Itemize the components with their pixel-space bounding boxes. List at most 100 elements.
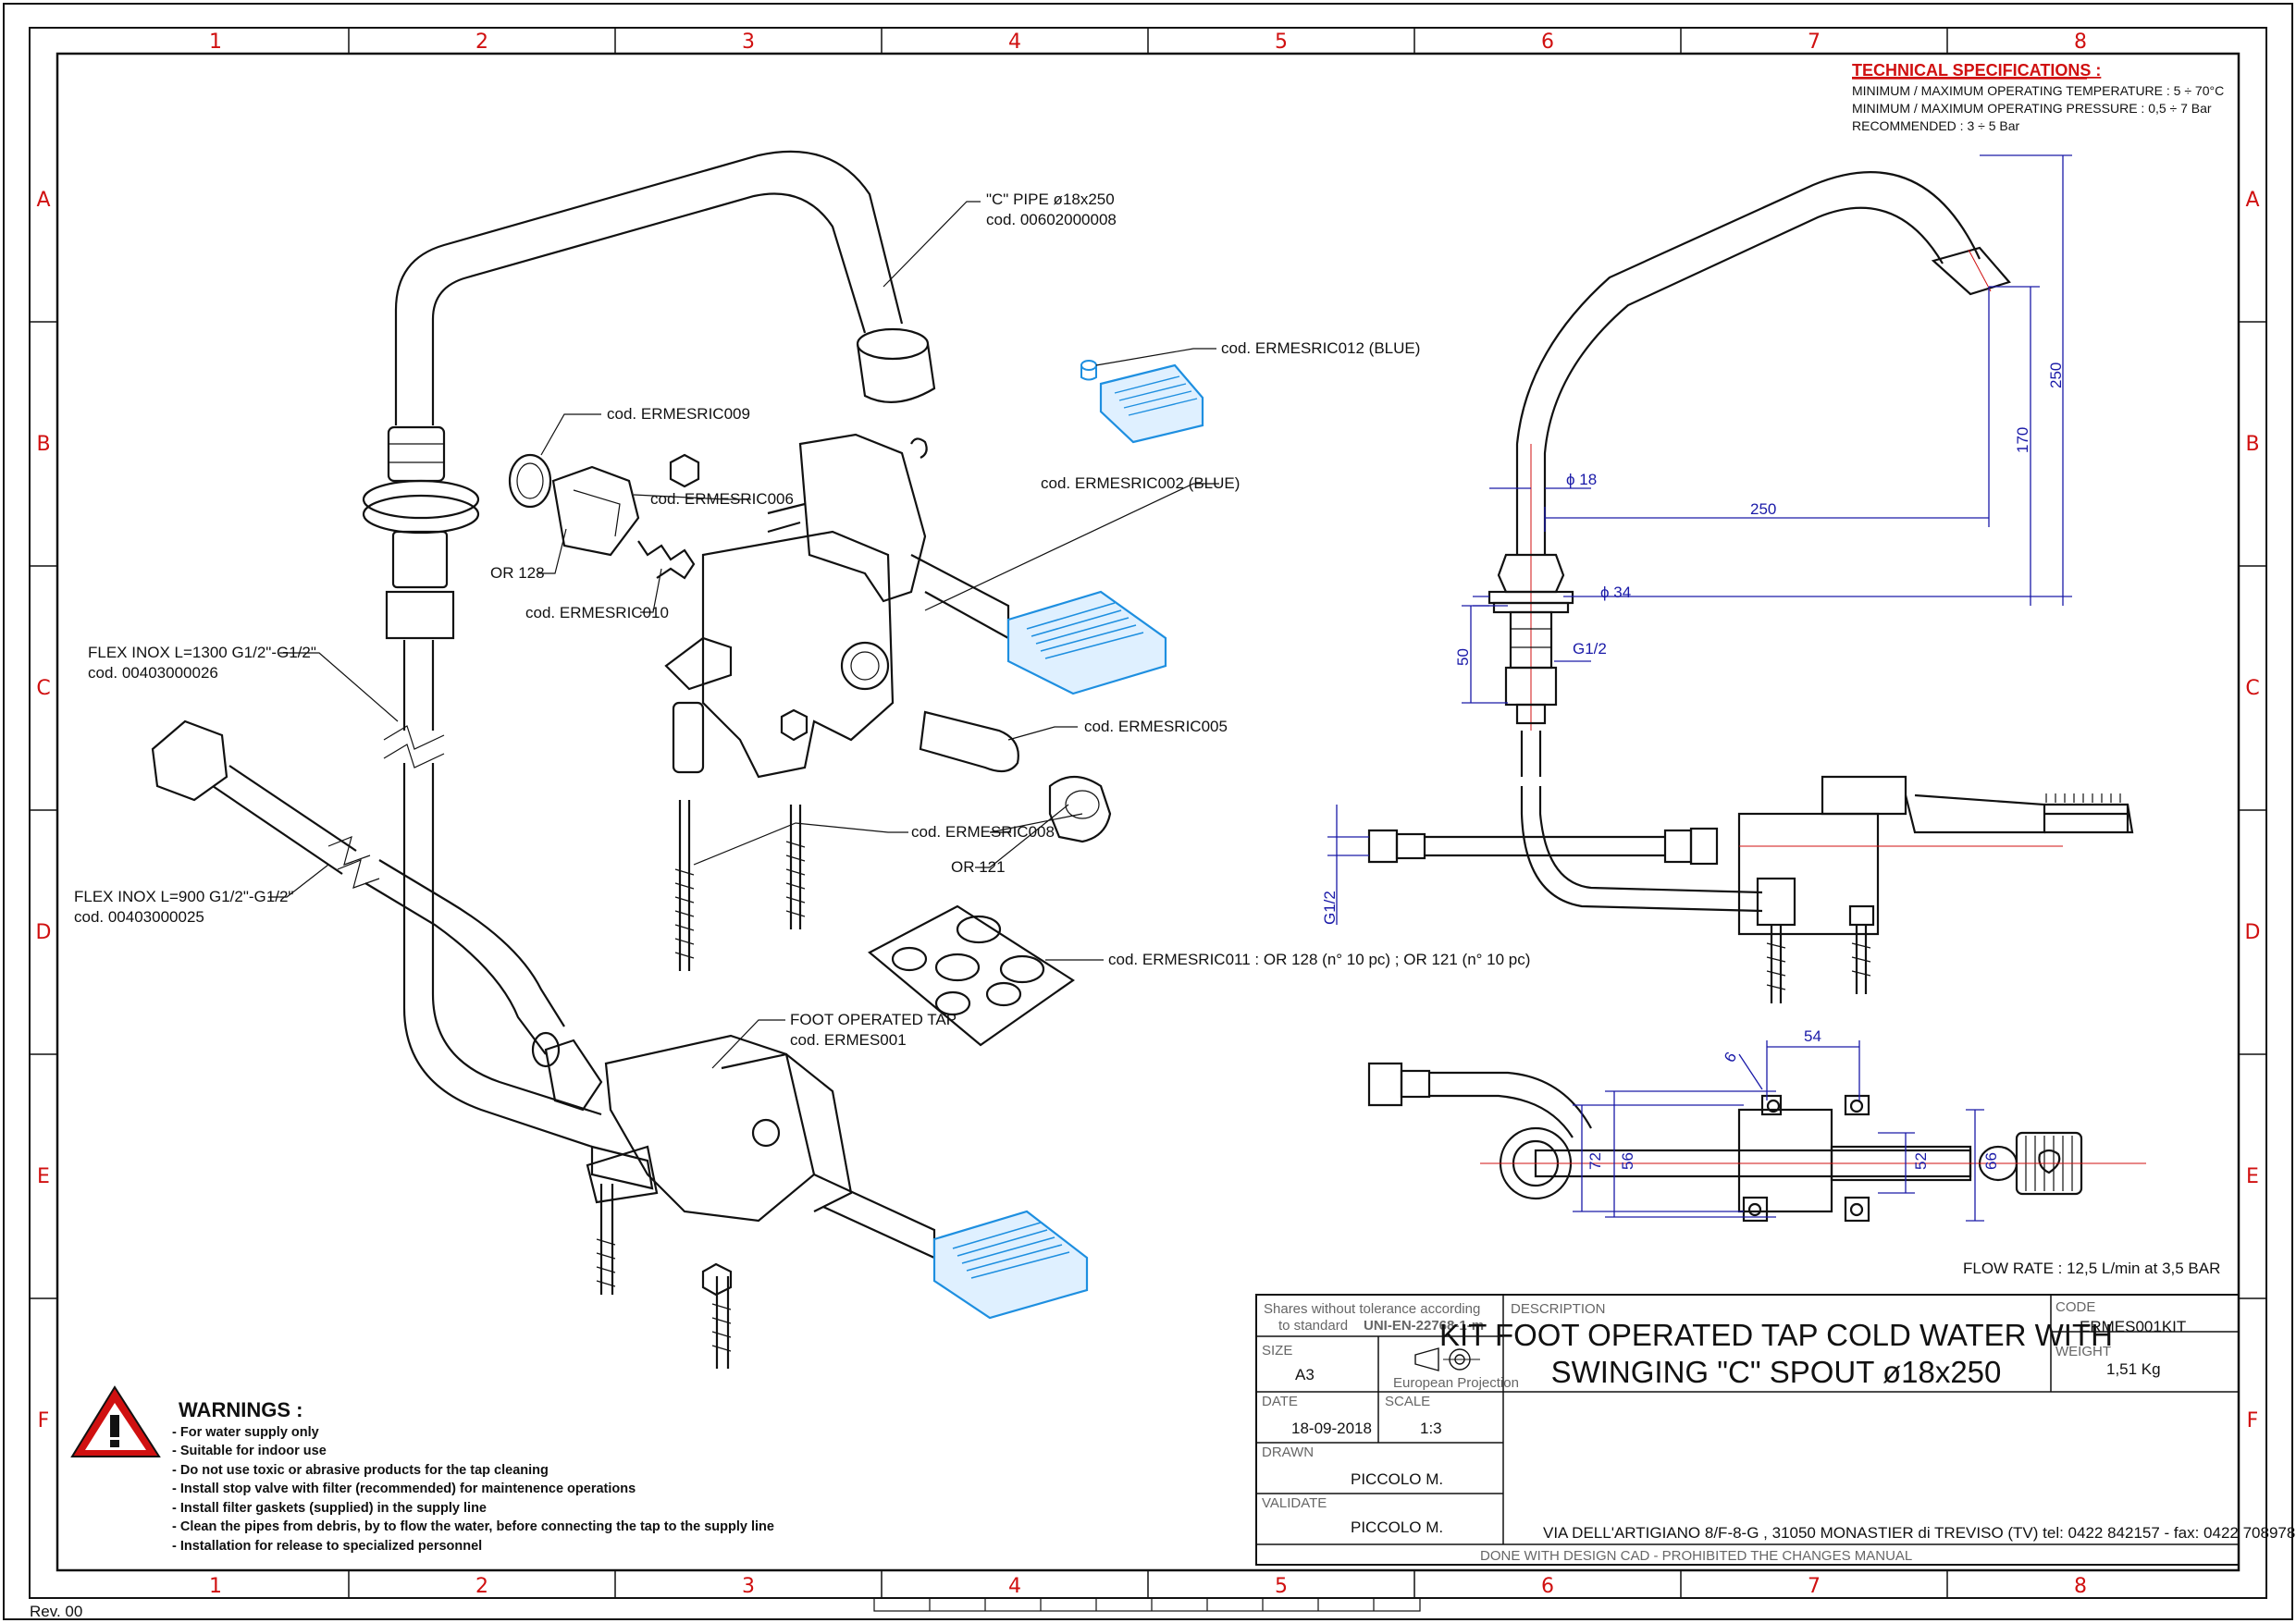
warning-item: - For water supply only [172,1425,319,1440]
dim-l56: 56 [1619,1152,1636,1170]
callout-tap-code: cod. ERMES001 [790,1031,907,1049]
grid-labels: 1 2 3 4 5 6 7 8 1 2 3 4 5 6 7 8 A B C D … [36,31,2261,1598]
weight-label: WEIGHT [2055,1344,2111,1359]
scale-label: SCALE [1385,1394,1430,1409]
drawn-label: DRAWN [1262,1445,1314,1460]
dim-l52: 52 [1912,1152,1930,1170]
spec-line: MINIMUM / MAXIMUM OPERATING PRESSURE : 0… [1852,101,2212,116]
row-label-right: D [2245,921,2261,944]
warning-item: - Clean the pipes from debris, by to flo… [172,1519,774,1534]
warning-item: - Installation for release to specialize… [172,1539,482,1554]
callout-flex1300: FLEX INOX L=1300 G1/2"-G1/2" [88,644,316,661]
technical-specifications: TECHNICAL SPECIFICATIONS : MINIMUM / MAX… [1852,61,2224,133]
pipe-end-cap [856,327,936,403]
specs-title: TECHNICAL SPECIFICATIONS : [1852,61,2101,80]
footer-note: DONE WITH DESIGN CAD - PROHIBITED THE CH… [1480,1548,1912,1564]
col-label-bottom: 4 [1008,1575,1021,1598]
col-label-top: 7 [1808,31,1821,54]
col-label-bottom: 8 [2074,1575,2087,1598]
row-label-right: E [2246,1165,2259,1188]
description-line-2: SWINGING "C" SPOUT ø18x250 [1551,1355,2002,1389]
callout-pipe: "C" PIPE ø18x250 [986,191,1115,208]
callout-ric002: cod. ERMESRIC002 (BLUE) [1041,474,1240,492]
company-address: VIA DELL'ARTIGIANO 8/F-8-G , 31050 MONAS… [1543,1524,2295,1542]
warnings-title: WARNINGS : [179,1398,302,1421]
oring-kit-card [868,904,1075,1047]
row-label-right: B [2245,433,2259,456]
projection-label: European Projection [1393,1375,1519,1391]
row-label-right: C [2245,677,2259,700]
description-line-1: KIT FOOT OPERATED TAP COLD WATER WITH [1439,1318,2113,1352]
col-label-top: 2 [475,31,488,54]
dim-d18: ϕ 18 [1566,471,1597,488]
code-value: ERMES001KIT [2080,1318,2186,1335]
callout-tap: FOOT OPERATED TAP [790,1011,957,1028]
dim-g12b: G1/2 [1321,891,1339,925]
scale-value: 1:3 [1420,1420,1442,1437]
validate-label: VALIDATE [1262,1495,1327,1511]
callout-or128: OR 128 [490,564,545,582]
callout-flex900: FLEX INOX L=900 G1/2"-G1/2" [74,888,293,905]
warnings-block: WARNINGS : - For water supply only - Sui… [70,1385,774,1554]
row-label-left: A [36,189,50,212]
callout-ric011: cod. ERMESRIC011 : OR 128 (n° 10 pc) ; O… [1108,951,1530,968]
row-label-left: B [36,433,50,456]
pedal-ric002-blue [1006,590,1167,695]
col-label-bottom: 7 [1808,1575,1821,1598]
col-label-bottom: 1 [209,1575,222,1598]
callout-pipe-code: cod. 00602000008 [986,211,1117,228]
warning-item: - Install filter gaskets (supplied) in t… [172,1501,487,1516]
pedal-ric012-blue [1099,363,1204,444]
revision-label: Rev. 00 [30,1603,82,1620]
row-label-left: E [37,1165,50,1188]
tolerance-note: Shares without tolerance according [1264,1301,1480,1317]
dim-l170: 170 [2014,427,2031,453]
side-view: ϕ 18 250 ϕ 34 170 250 50 G1/2 G1/2 [1321,154,2134,1003]
exploded-view: "C" PIPE ø18x250 cod. 00602000008 cod. E… [74,150,1530,1369]
title-block: Shares without tolerance according to st… [1255,1294,2295,1566]
validate-value: PICCOLO M. [1351,1518,1443,1536]
description-label: DESCRIPTION [1511,1301,1606,1317]
col-label-bottom: 5 [1275,1575,1288,1598]
col-label-top: 5 [1275,31,1288,54]
callout-ric008: cod. ERMESRIC008 [911,823,1055,841]
grid-ticks [30,28,2266,1598]
callout-flex900-code: cod. 00403000025 [74,908,204,926]
warning-item: - Install stop valve with filter (recomm… [172,1482,636,1496]
row-label-left: D [36,921,52,944]
callout-or121: OR 121 [951,858,1006,876]
col-label-top: 4 [1008,31,1021,54]
pedal-assembled-blue [932,1210,1089,1320]
warning-item: - Suitable for indoor use [172,1444,327,1458]
col-label-top: 3 [742,31,755,54]
dim-l50: 50 [1454,648,1472,666]
col-label-top: 8 [2074,31,2087,54]
warning-item: - Do not use toxic or abrasive products … [172,1463,549,1478]
tolerance-note-prefix: to standard [1278,1318,1348,1334]
dim-l54: 54 [1804,1027,1821,1045]
bottom-tabs [873,1597,1421,1612]
col-label-bottom: 3 [742,1575,755,1598]
european-projection-icon [1414,1347,1480,1371]
dim-l66: 66 [1982,1152,2000,1170]
row-label-right: F [2247,1409,2259,1432]
dim-l6: 6 [1721,1049,1740,1065]
callout-flex1300-code: cod. 00403000026 [88,664,218,682]
tolerance-standard: UNI-EN-22768-1-m [1364,1318,1484,1334]
spec-line: RECOMMENDED : 3 ÷ 5 Bar [1852,118,2019,133]
dim-l72: 72 [1586,1152,1604,1170]
flow-rate: FLOW RATE : 12,5 L/min at 3,5 BAR [1963,1260,2220,1277]
col-label-top: 6 [1541,31,1554,54]
col-label-top: 1 [209,31,222,54]
size-value: A3 [1295,1366,1315,1383]
row-label-right: A [2245,189,2259,212]
date-label: DATE [1262,1394,1298,1409]
callout-ric010: cod. ERMESRIC010 [525,604,669,621]
callout-ric009: cod. ERMESRIC009 [607,405,750,423]
spec-line: MINIMUM / MAXIMUM OPERATING TEMPERATURE … [1852,83,2224,98]
callout-ric006: cod. ERMESRIC006 [650,490,794,508]
row-label-left: C [36,677,50,700]
size-label: SIZE [1262,1343,1292,1359]
plan-view: 54 6 72 56 52 66 [1367,1027,2146,1223]
dim-l250v: 250 [2047,363,2065,388]
